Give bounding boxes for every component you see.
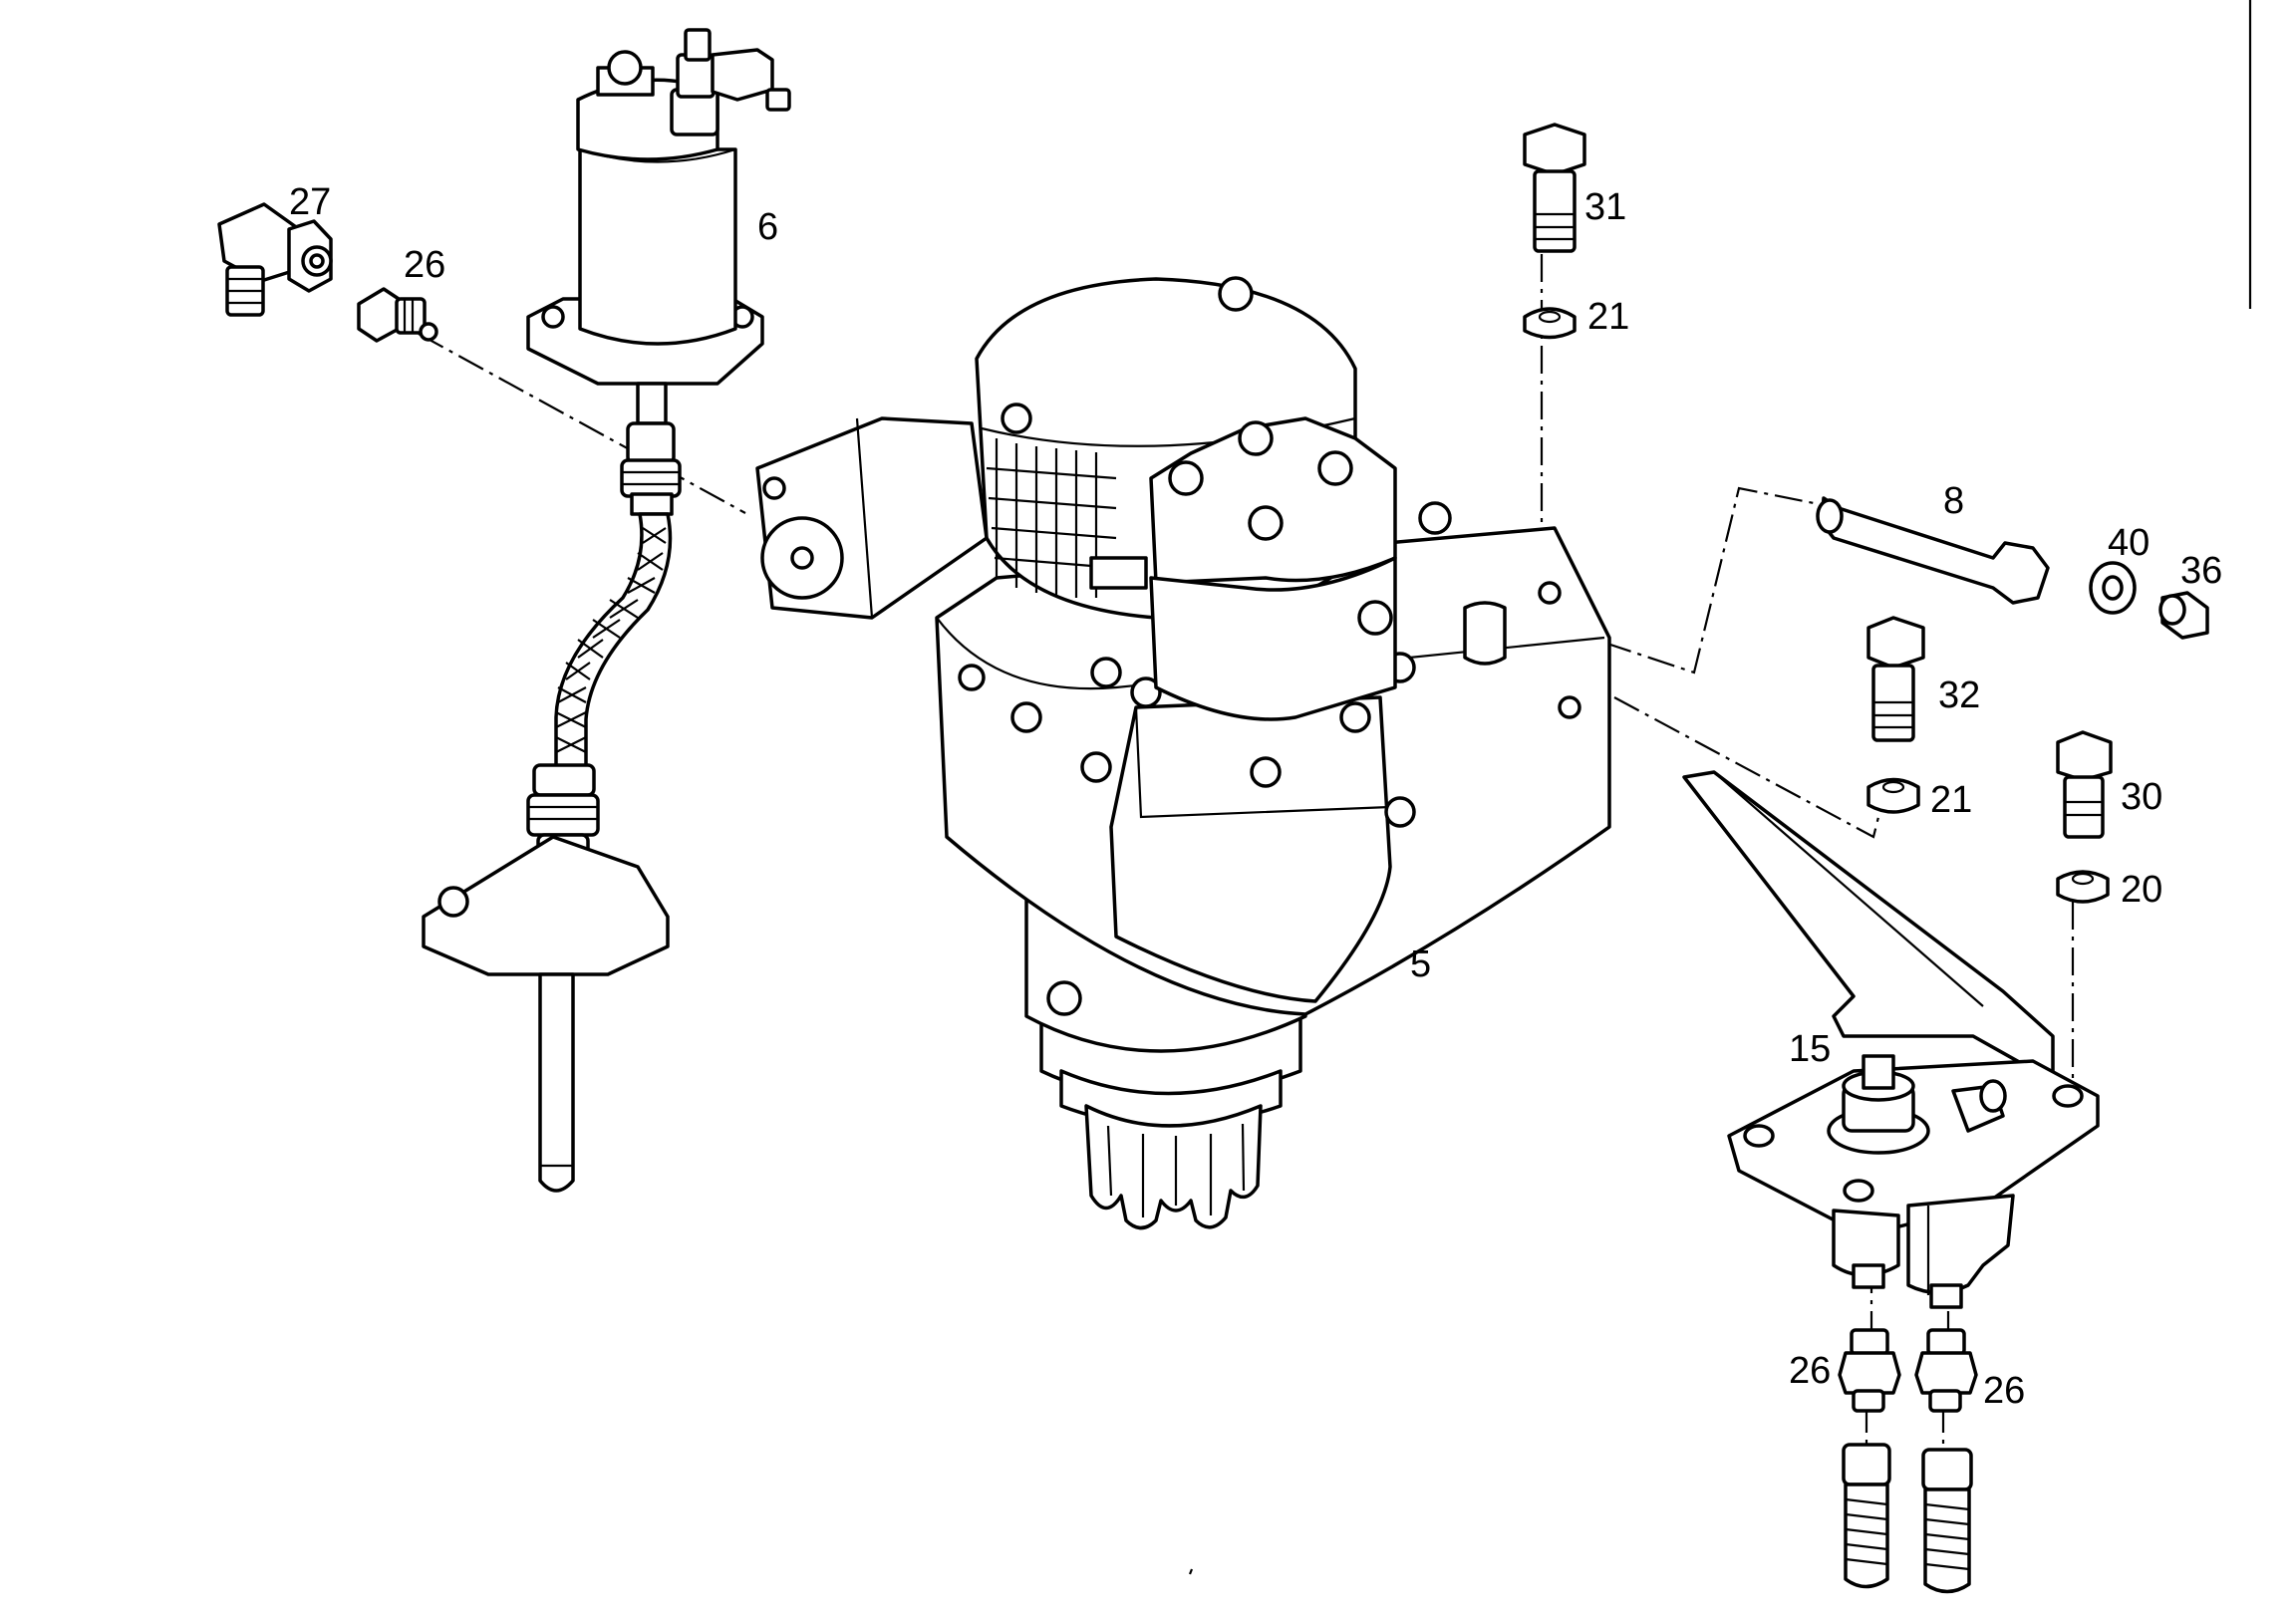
hydraulic-hose bbox=[526, 421, 682, 907]
callout-36: 36 bbox=[2180, 550, 2222, 592]
callout-31: 31 bbox=[1584, 186, 1626, 228]
callout-30: 30 bbox=[2121, 776, 2162, 818]
scan-speck bbox=[1188, 1568, 1194, 1575]
callout-21-top: 21 bbox=[1587, 296, 1629, 338]
bolt-32 bbox=[1866, 616, 1925, 742]
pedal-valve-15 bbox=[1682, 770, 2100, 1309]
hose-end-left bbox=[1842, 1443, 1891, 1589]
washer-21-top bbox=[1523, 307, 1577, 340]
washer-21-mid bbox=[1866, 777, 1920, 814]
fitting-26-top bbox=[357, 287, 438, 343]
accumulator-6 bbox=[526, 28, 791, 425]
callout-5: 5 bbox=[1410, 944, 1431, 985]
mounting-plate-and-rod bbox=[422, 835, 670, 1193]
washer-40 bbox=[2089, 561, 2137, 615]
bolt-30 bbox=[2056, 730, 2113, 839]
callout-26-top: 26 bbox=[404, 244, 445, 286]
elbow-fitting-27 bbox=[217, 202, 333, 317]
callout-32: 32 bbox=[1938, 674, 1980, 716]
assembly-line-8 bbox=[1603, 486, 1815, 674]
washer-20 bbox=[2056, 870, 2110, 904]
fitting-26-right bbox=[1914, 1328, 1978, 1413]
callout-labels: 27 26 6 31 21 8 40 36 32 21 30 20 5 15 2… bbox=[289, 181, 2222, 1412]
callout-21-mid: 21 bbox=[1930, 779, 1972, 821]
callout-26-left: 26 bbox=[1789, 1350, 1831, 1392]
pin-8 bbox=[1816, 496, 2050, 605]
callout-8: 8 bbox=[1943, 480, 1964, 522]
hose-end-right bbox=[1921, 1448, 1973, 1594]
callout-40: 40 bbox=[2108, 522, 2150, 564]
housing-bolts bbox=[958, 501, 1581, 828]
fitting-26-left bbox=[1838, 1328, 1901, 1413]
callout-27: 27 bbox=[289, 181, 331, 223]
callout-15: 15 bbox=[1789, 1028, 1831, 1070]
bolt-31 bbox=[1523, 123, 1586, 253]
assembly-line-26-to-motor bbox=[418, 333, 746, 514]
swing-gearbox-5 bbox=[755, 276, 1611, 1230]
callout-6: 6 bbox=[757, 206, 778, 248]
nut-36 bbox=[2158, 591, 2209, 640]
callout-20: 20 bbox=[2121, 869, 2162, 911]
callout-26-right: 26 bbox=[1983, 1370, 2025, 1412]
